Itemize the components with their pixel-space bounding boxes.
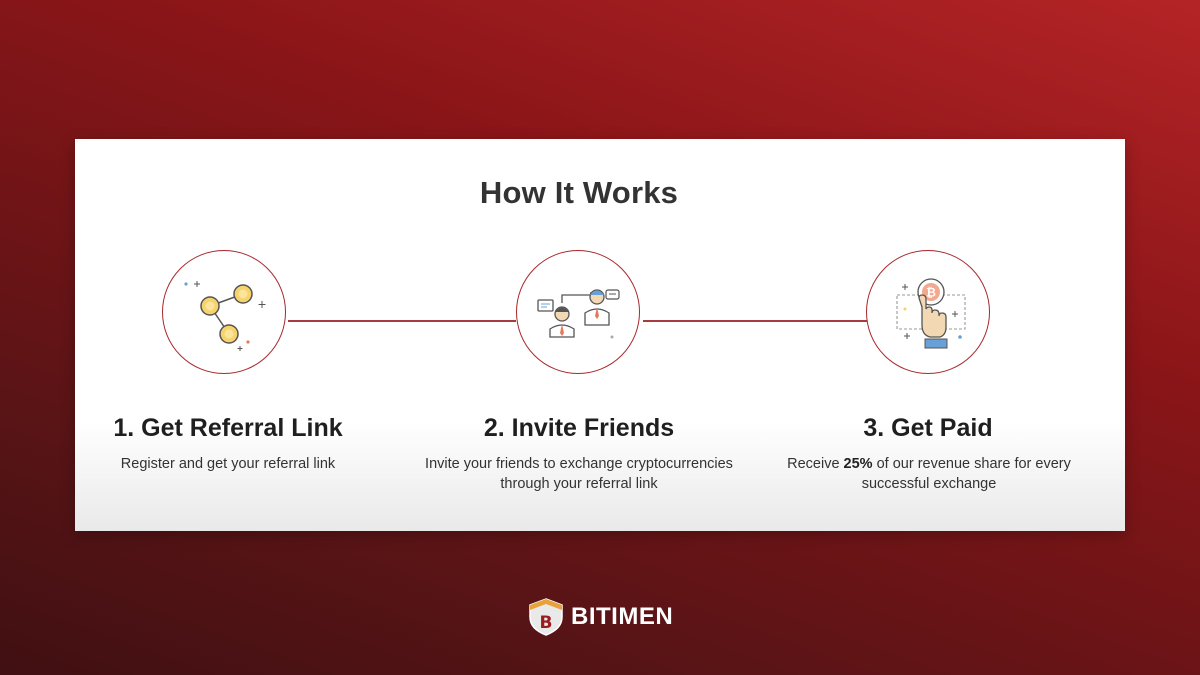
svg-text:B: B xyxy=(540,613,553,633)
brand-footer: B BITIMEN xyxy=(527,597,673,637)
revenue-share-percent: 25% xyxy=(843,456,873,472)
how-it-works-card: How It Works xyxy=(75,139,1125,531)
step-1-description: Register and get your referral link xyxy=(120,456,336,472)
step-connector-line xyxy=(643,320,867,322)
step-2-circle xyxy=(516,250,640,374)
invite-friends-icon xyxy=(537,289,620,339)
referral-link-icon xyxy=(184,281,266,351)
step-1-title: 1. Get Referral Link xyxy=(113,414,343,442)
step-3-description-end: of our revenue share for every successfu… xyxy=(861,456,1071,492)
step-connector-line xyxy=(288,320,516,322)
step-2-description: Invite your friends to exchange cryptocu… xyxy=(425,456,733,492)
section-title: How It Works xyxy=(479,175,679,210)
step-1-circle xyxy=(162,250,286,374)
brand-name: BITIMEN xyxy=(571,603,674,630)
svg-text:₿: ₿ xyxy=(926,286,936,300)
step-3-circle: ₿ xyxy=(866,250,990,374)
step-3-title: 3. Get Paid xyxy=(863,414,993,442)
bitimen-shield-logo: B xyxy=(529,598,563,636)
step-3-description: Receive 25% of our revenue share for eve… xyxy=(759,454,1099,494)
step-3-description-start: Receive xyxy=(787,456,844,472)
bitcoin-payment-icon: ₿ xyxy=(896,278,966,349)
step-2-title: 2. Invite Friends xyxy=(483,414,675,442)
